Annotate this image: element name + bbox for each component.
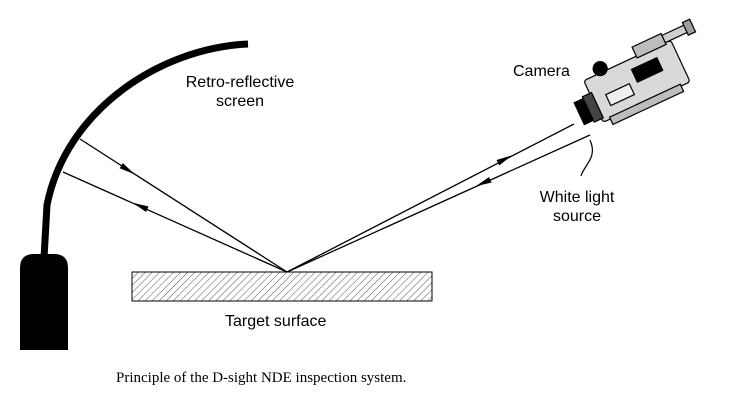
ray-source-to-target: [286, 134, 591, 273]
camera-lens-ring: [581, 91, 605, 123]
ray-target-to-camera: [286, 123, 575, 273]
light-source-pointer: [580, 139, 593, 177]
arrow-toward-target: [119, 163, 135, 175]
camera-button: [592, 61, 608, 77]
camera-eyepiece-cup: [681, 18, 697, 37]
target-surface: [131, 271, 433, 302]
screen-arc: [40, 40, 249, 259]
screen-label: Retro-reflective screen: [170, 73, 310, 111]
light-source-label-line2: source: [552, 208, 602, 225]
camera-panel: [604, 82, 636, 107]
light-source-label: White light source: [512, 188, 642, 226]
target-surface-label: Target surface: [225, 313, 327, 330]
arrow-toward-camera: [496, 155, 513, 166]
screen-label-line1: Retro-reflective: [185, 74, 295, 91]
retro-reflective-screen: [20, 40, 249, 350]
camera-handle: [608, 83, 685, 126]
screen-stand-base: [20, 254, 68, 350]
arrow-from-light-source: [475, 176, 492, 187]
camera-label: Camera: [513, 63, 570, 80]
figure-caption: Principle of the D-sight NDE inspection …: [116, 370, 407, 386]
ray-screen-to-target: [79, 138, 288, 273]
light-rays: [62, 123, 591, 273]
screen-label-line2: screen: [215, 93, 265, 110]
camera-screen: [630, 56, 664, 83]
ray-target-to-screen: [62, 171, 288, 273]
camera: [573, 18, 697, 126]
arrow-toward-screen: [132, 202, 149, 213]
ray-arrows: [119, 155, 513, 213]
light-source-label-line1: White light: [539, 189, 615, 206]
